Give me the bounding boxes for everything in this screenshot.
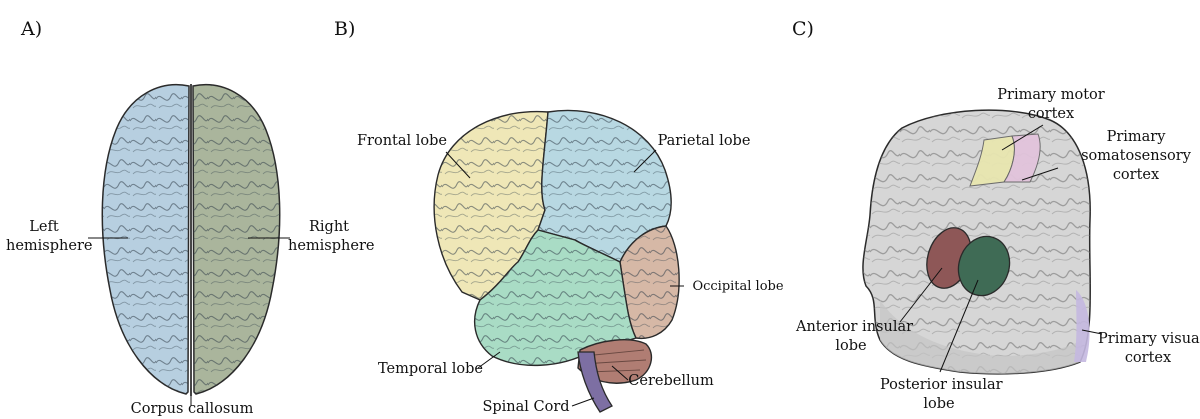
primary-motor-cortex-label-line2: cortex (996, 105, 1106, 124)
frontal-lobe-label: Frontal lobe (356, 132, 448, 151)
right-hemisphere-label-line2: hemisphere (288, 237, 370, 256)
somatosensory-cortex-label-line3: cortex (1078, 166, 1194, 185)
right-hemisphere-label: Right hemisphere (288, 218, 370, 256)
primary-visual-cortex-label: Primary visual cortex (1098, 330, 1198, 368)
corpus-callosum-label: Corpus callosum (126, 400, 258, 419)
anterior-insular-lobe-label-line1: Anterior insular (796, 318, 906, 337)
somatosensory-cortex-label-line1: Primary (1078, 128, 1194, 147)
left-hemisphere-label: Left hemisphere (6, 218, 82, 256)
posterior-insular-lobe-label: Posterior insular lobe (880, 376, 998, 414)
right-hemisphere-label-line1: Right (288, 218, 370, 237)
somatosensory-cortex-label: Primary somatosensory cortex (1078, 128, 1194, 185)
primary-visual-cortex-label-line2: cortex (1098, 349, 1198, 368)
posterior-insular-lobe-label-line2: lobe (880, 395, 998, 414)
somatosensory-cortex-label-line2: somatosensory (1078, 147, 1194, 166)
anterior-insular-lobe-label: Anterior insular lobe (796, 318, 906, 356)
parietal-lobe-label: Parietal lobe (656, 132, 752, 151)
left-hemisphere-label-line1: Left (6, 218, 82, 237)
posterior-insular-lobe-label-line1: Posterior insular (880, 376, 998, 395)
primary-visual-cortex-label-line1: Primary visual (1098, 330, 1198, 349)
primary-motor-cortex-label-line1: Primary motor (996, 86, 1106, 105)
occipital-lobe-label: Occipital lobe (688, 277, 788, 296)
anterior-insular-lobe-label-line2: lobe (796, 337, 906, 356)
cerebellum-label: Cerebellum (628, 372, 714, 391)
temporal-lobe-label: Temporal lobe (378, 360, 480, 379)
left-hemisphere-label-line2: hemisphere (6, 237, 82, 256)
panel-a-brain (88, 84, 290, 406)
primary-motor-cortex-label: Primary motor cortex (996, 86, 1106, 124)
spinal-cord-label: Spinal Cord (482, 398, 570, 417)
